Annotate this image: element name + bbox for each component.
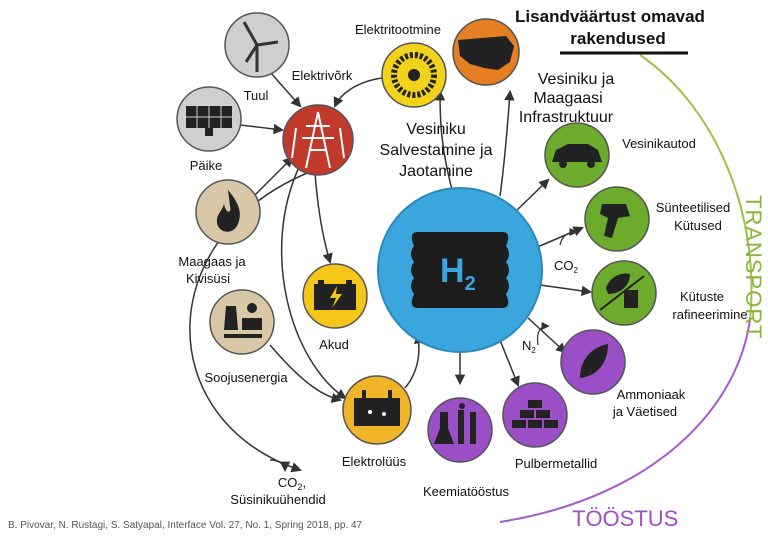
label-carbon-name: Süsinikuühendid — [230, 492, 325, 507]
header-line2: rakendused — [570, 29, 665, 48]
lab-flasks-icon — [434, 403, 476, 444]
arrow-thermal-electrolysis — [269, 344, 343, 404]
label-ammonia-1: Ammoniaak — [617, 387, 686, 402]
h2-symbol: H2 — [440, 252, 476, 295]
refinery-icon — [599, 273, 645, 311]
label-synfuels-2: Kütused — [674, 218, 722, 233]
node-metals: Pulbermetallid — [502, 382, 597, 471]
label-chemicals: Keemiatööstus — [423, 484, 509, 499]
loop-arrow-outer — [189, 167, 321, 473]
nuclear-plant-icon — [224, 303, 262, 338]
label-carbon-formula: CO2, — [278, 475, 306, 492]
arrow-solar-grid — [239, 123, 285, 135]
loop-arrow-grid-electrolysis — [280, 164, 347, 400]
fuel-nozzle-icon — [600, 204, 630, 238]
industry-arc — [499, 319, 751, 523]
label-ammonia-2: ja Väetised — [612, 404, 677, 419]
usa-map-icon — [458, 36, 514, 70]
node-ammonia: Ammoniaak ja Väetised — [560, 329, 686, 419]
label-fcev: Vesinikautod — [622, 136, 696, 151]
node-carbon: CO2, Süsinikuühendid — [230, 475, 325, 507]
node-synfuels: Sünteetilised Kütused — [584, 186, 730, 252]
arrow-h2-powergen — [434, 89, 456, 201]
arrow-h2-refining — [539, 284, 593, 297]
label-gas-1: Maagaas ja — [178, 254, 246, 269]
power-tower-icon — [291, 111, 345, 169]
label-metals: Pulbermetallid — [515, 456, 597, 471]
label-infra-3: Infrastruktuur — [519, 109, 614, 126]
citation: B. Pivovar, N. Rustagi, S. Satyapal, Int… — [8, 520, 363, 531]
label-synfuels-1: Sünteetilised — [656, 200, 730, 215]
arrow-h2-metals — [499, 339, 520, 387]
label-n2-input: N2 — [522, 338, 536, 355]
label-electrolysis: Elektrolüüs — [342, 454, 407, 469]
arrow-carbon — [269, 459, 291, 473]
node-batteries: Akud — [302, 263, 368, 352]
arrow-electrolysis-h2 — [404, 332, 425, 389]
node-refining: Kütuste rafineerimine — [591, 260, 748, 326]
node-chemicals: Keemiatööstus — [423, 397, 509, 499]
arrow-h2-infra — [499, 89, 515, 197]
wind-turbine-icon — [242, 21, 279, 72]
arrow-powergen-grid — [333, 77, 383, 108]
arrow-n2-input — [536, 321, 550, 346]
label-refining-2: rafineerimine — [672, 307, 747, 322]
node-hydrogen: H2 — [377, 187, 543, 353]
node-electrolysis: Elektrolüüs — [342, 375, 412, 469]
center-title-1: Vesiniku — [406, 121, 466, 138]
turbine-icon — [391, 52, 437, 98]
label-refining-1: Kütuste — [680, 289, 724, 304]
label-batteries: Akud — [319, 337, 349, 352]
arrow-h2-fcev — [514, 178, 550, 213]
label-power-gen: Elektritootmine — [355, 22, 441, 37]
flame-icon — [216, 190, 240, 232]
node-wind: Tuul — [224, 12, 290, 103]
center-title-3: Jaotamine — [399, 163, 473, 180]
node-thermal: Soojusenergia — [204, 289, 288, 385]
arrow-h2-synfuels — [534, 226, 584, 249]
metal-bars-icon — [512, 400, 558, 428]
label-wind: Tuul — [244, 88, 269, 103]
node-infrastructure: Vesiniku ja Maagaasi Infrastruktuur — [452, 18, 615, 126]
arrow-co2-input — [559, 227, 578, 246]
node-power-gen: Elektritootmine — [355, 22, 447, 108]
label-solar: Päike — [190, 158, 223, 173]
battery-icon — [314, 280, 356, 310]
node-gas: Maagaas ja Kivisüsi — [178, 179, 261, 286]
label-gas-2: Kivisüsi — [186, 271, 230, 286]
node-fcev: Vesinikautod — [544, 122, 696, 188]
label-co2-input: CO2 — [554, 258, 579, 275]
label-thermal: Soojusenergia — [204, 370, 288, 385]
leaf-icon — [580, 344, 608, 378]
arrow-wind-grid — [269, 71, 302, 108]
solar-panel-icon — [186, 106, 232, 136]
car-icon — [552, 144, 602, 162]
transport-arc — [639, 54, 753, 321]
node-grid: Elektrivõrk — [282, 68, 354, 176]
sector-transport: TRANSPORT — [741, 195, 766, 339]
storage-tank-icon — [411, 232, 509, 308]
header-line1: Lisandväärtust omavad — [515, 7, 705, 26]
arrow-gas-grid — [254, 156, 294, 196]
arrow-h2-ammonia — [527, 317, 567, 354]
label-infra-2: Maagaasi — [533, 90, 602, 107]
sector-industry: TÖÖSTUS — [572, 506, 678, 531]
label-grid: Elektrivõrk — [292, 68, 353, 83]
node-solar: Päike — [176, 86, 242, 173]
loop-arrow-grid-batteries — [314, 171, 333, 265]
center-title-2: Salvestamine ja — [380, 142, 493, 159]
electrolyzer-icon — [354, 390, 400, 426]
label-infra-1: Vesiniku ja — [538, 71, 615, 88]
